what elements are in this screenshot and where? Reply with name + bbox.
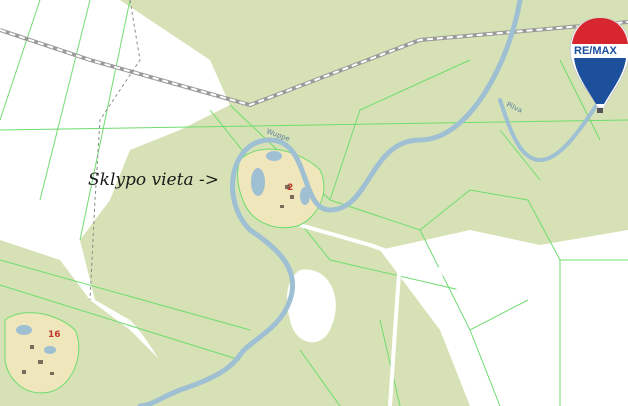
buildings: [22, 185, 294, 375]
river: [137, 0, 523, 406]
location-annotation: Sklypo vieta ->: [88, 170, 219, 190]
plot-number-16: 16: [48, 330, 61, 340]
clearing: [287, 269, 336, 343]
plot-number-2: 2: [287, 183, 293, 193]
settlement-16: [4, 312, 80, 394]
remax-balloon-logo: RE/MAX: [569, 17, 628, 113]
clearing: [0, 0, 130, 235]
ponds: [16, 151, 310, 354]
remax-logo-text: RE/MAX: [574, 45, 617, 57]
river-branch: [498, 98, 602, 163]
